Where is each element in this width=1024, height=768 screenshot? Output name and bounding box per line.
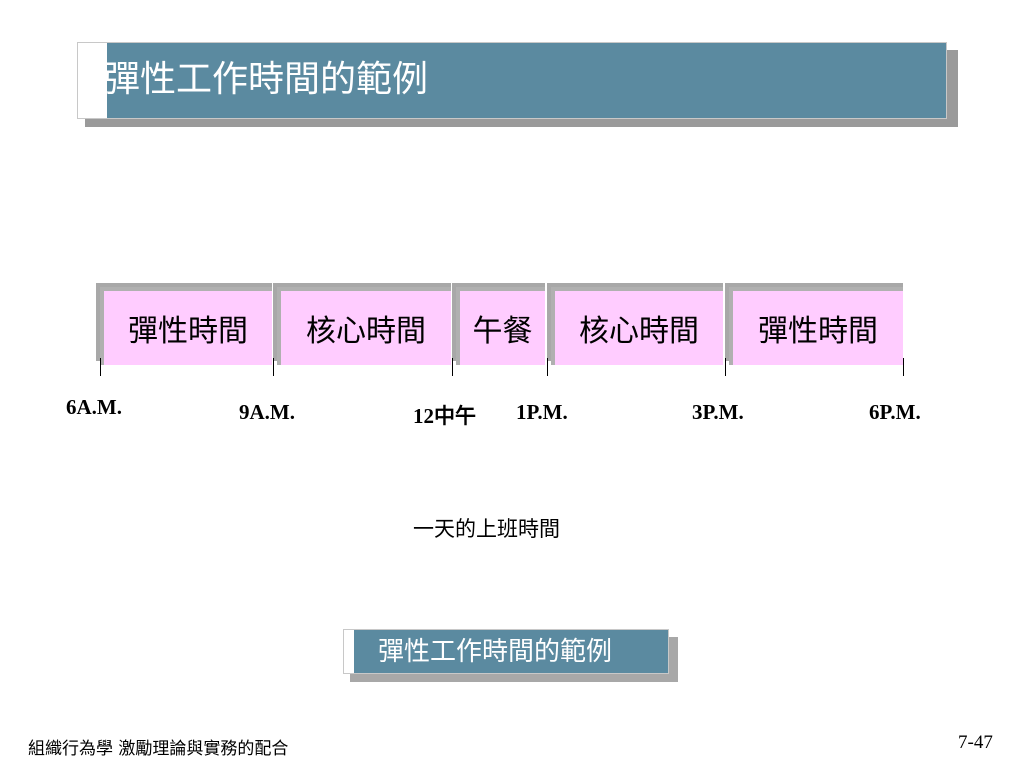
segment-label: 彈性時間 — [758, 314, 878, 349]
tick — [100, 358, 101, 376]
title-notch — [77, 42, 107, 119]
segment-flextime-morning: 彈性時間 — [100, 287, 272, 365]
segment-label: 核心時間 — [306, 314, 426, 349]
page-title: 彈性工作時間的範例 — [104, 59, 429, 100]
example-button-label[interactable]: 彈性工作時間的範例 — [378, 637, 613, 667]
time-label: 9A.M. — [239, 400, 295, 424]
button-notch — [343, 629, 354, 674]
footer-page-number: 7-47 — [958, 732, 993, 753]
segment-coretime-morning: 核心時間 — [277, 287, 451, 365]
timeline-caption: 一天的上班時間 — [413, 517, 560, 541]
time-label: 1P.M. — [516, 400, 568, 424]
tick — [452, 358, 453, 376]
tick — [273, 358, 274, 376]
footer-course-title: 組織行為學 激勵理論與實務的配合 — [28, 739, 289, 759]
segment-label: 午餐 — [472, 314, 533, 349]
segment-lunch: 午餐 — [456, 287, 545, 365]
segment-coretime-afternoon: 核心時間 — [551, 287, 723, 365]
segment-label: 彈性時間 — [128, 314, 248, 349]
time-label: 3P.M. — [692, 400, 744, 424]
time-label: 6P.M. — [869, 400, 921, 424]
tick — [547, 358, 548, 376]
segment-label: 核心時間 — [579, 314, 699, 349]
title-bar — [77, 42, 947, 119]
segment-flextime-afternoon: 彈性時間 — [729, 287, 903, 365]
time-label: 6A.M. — [66, 395, 122, 419]
tick — [725, 358, 726, 376]
tick — [903, 358, 904, 376]
example-button[interactable] — [343, 629, 669, 674]
time-label: 12中午 — [413, 404, 476, 428]
